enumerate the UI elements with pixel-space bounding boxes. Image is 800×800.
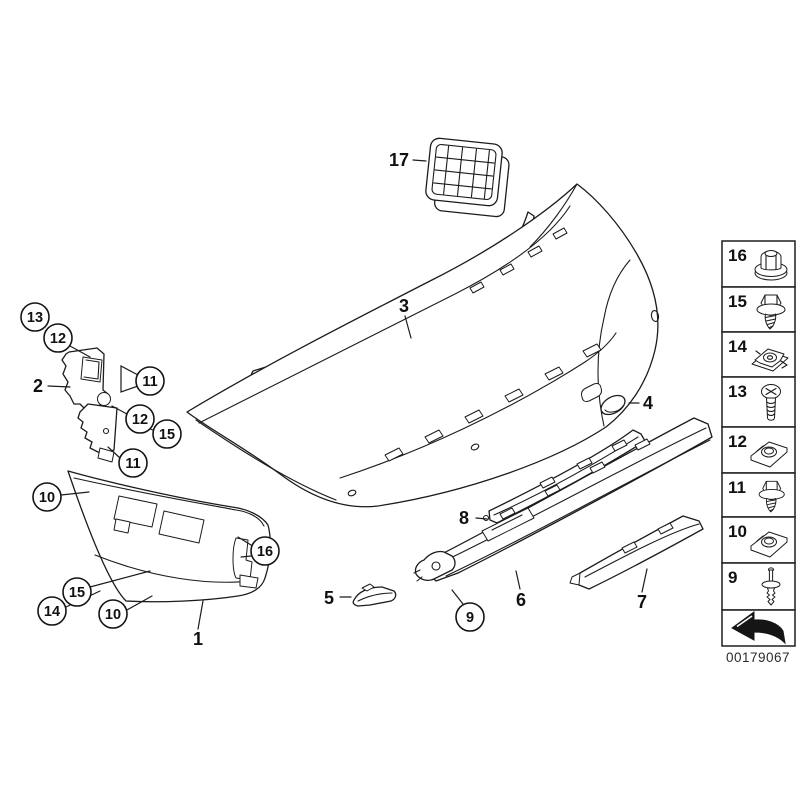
legend-item-12[interactable]: 12 <box>721 426 796 474</box>
part-4-oval-cover <box>600 394 626 416</box>
legend-item-9[interactable]: 9 <box>721 562 796 611</box>
part-label-3[interactable]: 3 <box>399 296 409 316</box>
legend-item-10[interactable]: 10 <box>721 516 796 564</box>
part-7-side-rail <box>569 515 704 590</box>
svg-text:15: 15 <box>69 585 85 601</box>
svg-text:14: 14 <box>728 337 747 356</box>
svg-text:10: 10 <box>728 522 747 541</box>
part-label-17[interactable]: 17 <box>389 150 409 170</box>
svg-text:10: 10 <box>39 490 55 506</box>
svg-text:12: 12 <box>728 432 747 451</box>
callout-13[interactable]: 13 <box>20 302 50 332</box>
svg-text:15: 15 <box>159 427 175 443</box>
svg-text:12: 12 <box>132 412 148 428</box>
part-5-small-trim-piece <box>352 583 397 607</box>
callout-16[interactable]: 16 <box>250 536 280 566</box>
svg-text:16: 16 <box>728 246 747 265</box>
callout-15[interactable]: 15 <box>152 419 182 449</box>
legend-item-14[interactable]: 14 <box>721 331 796 378</box>
svg-text:12: 12 <box>50 331 66 347</box>
legend-item-16[interactable]: 16 <box>721 240 796 288</box>
callout-11[interactable]: 11 <box>135 366 165 396</box>
legend-item-11[interactable]: 11 <box>721 472 796 518</box>
part-label-5[interactable]: 5 <box>324 588 334 608</box>
svg-text:11: 11 <box>125 456 140 472</box>
fastener-callouts: 13 12 11 12 15 11 10 16 15 14 10 9 <box>20 302 485 632</box>
callout-10[interactable]: 10 <box>32 482 62 512</box>
part-6-lower-support-rail <box>427 417 713 582</box>
legend-item-13[interactable]: 13 <box>721 376 796 428</box>
svg-text:9: 9 <box>728 568 737 587</box>
callout-10b[interactable]: 10 <box>98 599 128 629</box>
part-labels: 17 3 4 2 8 5 6 7 1 <box>33 150 653 649</box>
svg-text:13: 13 <box>728 382 747 401</box>
rear-bumper-cover <box>186 183 660 508</box>
svg-text:9: 9 <box>466 610 474 626</box>
part-label-7[interactable]: 7 <box>637 592 647 612</box>
part-label-6[interactable]: 6 <box>516 590 526 610</box>
callout-11b[interactable]: 11 <box>118 448 148 478</box>
part-2-side-bracket <box>61 347 118 463</box>
callout-9[interactable]: 9 <box>455 602 485 632</box>
svg-text:14: 14 <box>44 604 60 620</box>
part-label-1[interactable]: 1 <box>193 629 203 649</box>
part-label-4[interactable]: 4 <box>643 393 653 413</box>
svg-text:16: 16 <box>257 544 273 560</box>
callout-12b[interactable]: 12 <box>125 404 155 434</box>
part-label-2[interactable]: 2 <box>33 376 43 396</box>
legend-arrow-box[interactable] <box>721 609 796 647</box>
diagram-part-number: 00179067 <box>726 650 790 665</box>
svg-text:15: 15 <box>728 292 747 311</box>
callout-14[interactable]: 14 <box>37 596 67 626</box>
part-17-vent-grille <box>425 137 510 218</box>
svg-text:10: 10 <box>105 607 121 623</box>
legend-item-15[interactable]: 15 <box>721 286 796 333</box>
part-9-end-clip <box>413 550 456 582</box>
fastener-legend: 16 15 14 13 12 11 10 <box>721 240 796 665</box>
callout-15b[interactable]: 15 <box>62 577 92 607</box>
part-1-bumper-side-section <box>67 470 272 603</box>
svg-text:11: 11 <box>728 478 746 497</box>
callout-12[interactable]: 12 <box>43 323 73 353</box>
svg-text:13: 13 <box>27 310 43 326</box>
svg-text:11: 11 <box>142 374 157 390</box>
part-label-8[interactable]: 8 <box>459 508 469 528</box>
